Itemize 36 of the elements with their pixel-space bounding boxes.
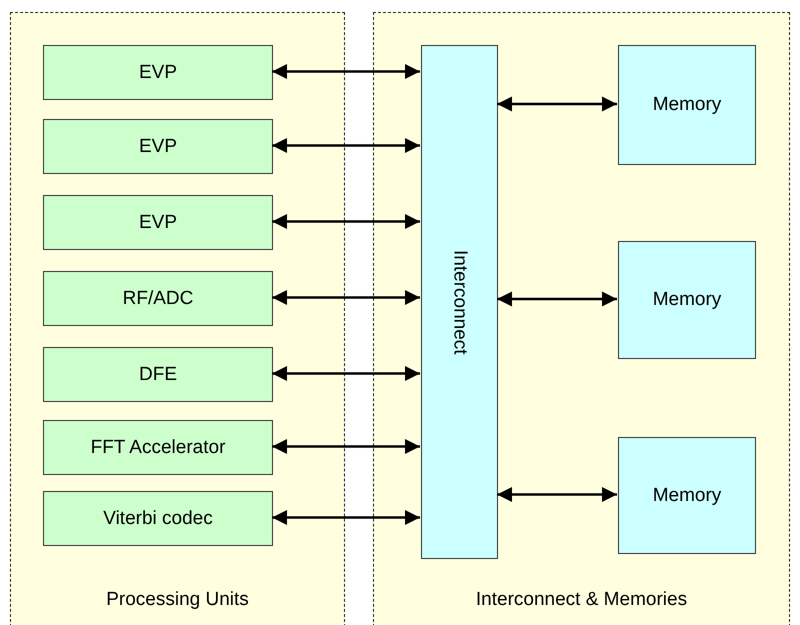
- processing-unit-box: [43, 491, 273, 546]
- box-label: Memory: [652, 289, 722, 311]
- double-arrow: [272, 138, 420, 153]
- processing-unit-box: [43, 420, 273, 475]
- box-label: RF/ADC: [122, 288, 194, 310]
- box-label: EVP: [138, 136, 178, 158]
- double-arrow: [272, 64, 420, 79]
- box-label: Viterbi codec: [103, 508, 213, 530]
- box-label: Memory: [652, 94, 722, 116]
- double-arrow: [497, 96, 617, 112]
- processing-unit-box: [43, 347, 273, 402]
- double-arrow: [272, 510, 420, 525]
- processing-unit-box: [43, 45, 273, 100]
- memory-box: [618, 241, 756, 359]
- panel-heading: Interconnect & Memories: [474, 589, 688, 611]
- group-panel: [10, 12, 345, 625]
- processing-unit-box: [43, 119, 273, 174]
- memory-box: [618, 437, 756, 554]
- box-label: DFE: [139, 364, 177, 386]
- processing-unit-box: [43, 195, 273, 250]
- double-arrow: [272, 290, 420, 305]
- double-arrow: [497, 292, 617, 306]
- panel-heading: Processing Units: [105, 589, 250, 611]
- box-label: Memory: [652, 484, 722, 506]
- double-arrow: [497, 487, 617, 502]
- double-arrow: [272, 366, 420, 381]
- box-label: EVP: [138, 212, 178, 234]
- box-label: Interconnect: [448, 250, 470, 354]
- box-label: EVP: [138, 62, 178, 84]
- box-label: FFT Accelerator: [90, 436, 226, 458]
- group-panel: [373, 12, 790, 625]
- double-arrow: [272, 439, 420, 454]
- memory-box: [618, 45, 756, 165]
- processing-unit-box: [43, 271, 273, 326]
- double-arrow: [272, 214, 420, 229]
- interconnect-bar: [421, 45, 498, 559]
